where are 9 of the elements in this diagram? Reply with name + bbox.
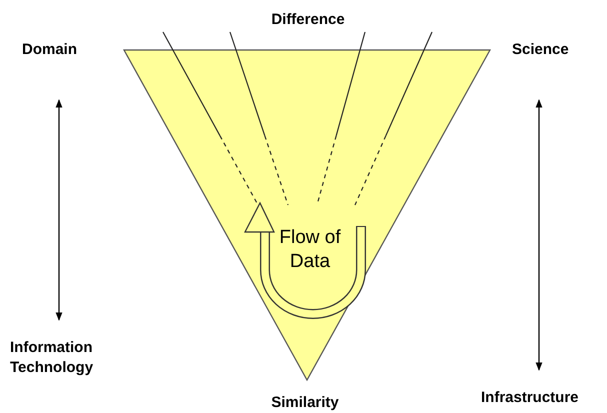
axis-label: Information Technology — [10, 338, 128, 378]
pole-label: Difference — [270, 10, 346, 30]
double-arrow — [56, 99, 62, 321]
pole-label: Similarity — [270, 393, 340, 413]
double-arrow — [536, 99, 542, 371]
axis-label: Infrastructure — [481, 388, 605, 408]
flow-label: Flow of Data — [278, 226, 342, 274]
axis-label: Science — [512, 40, 576, 60]
axis-label: Domain — [22, 40, 92, 60]
